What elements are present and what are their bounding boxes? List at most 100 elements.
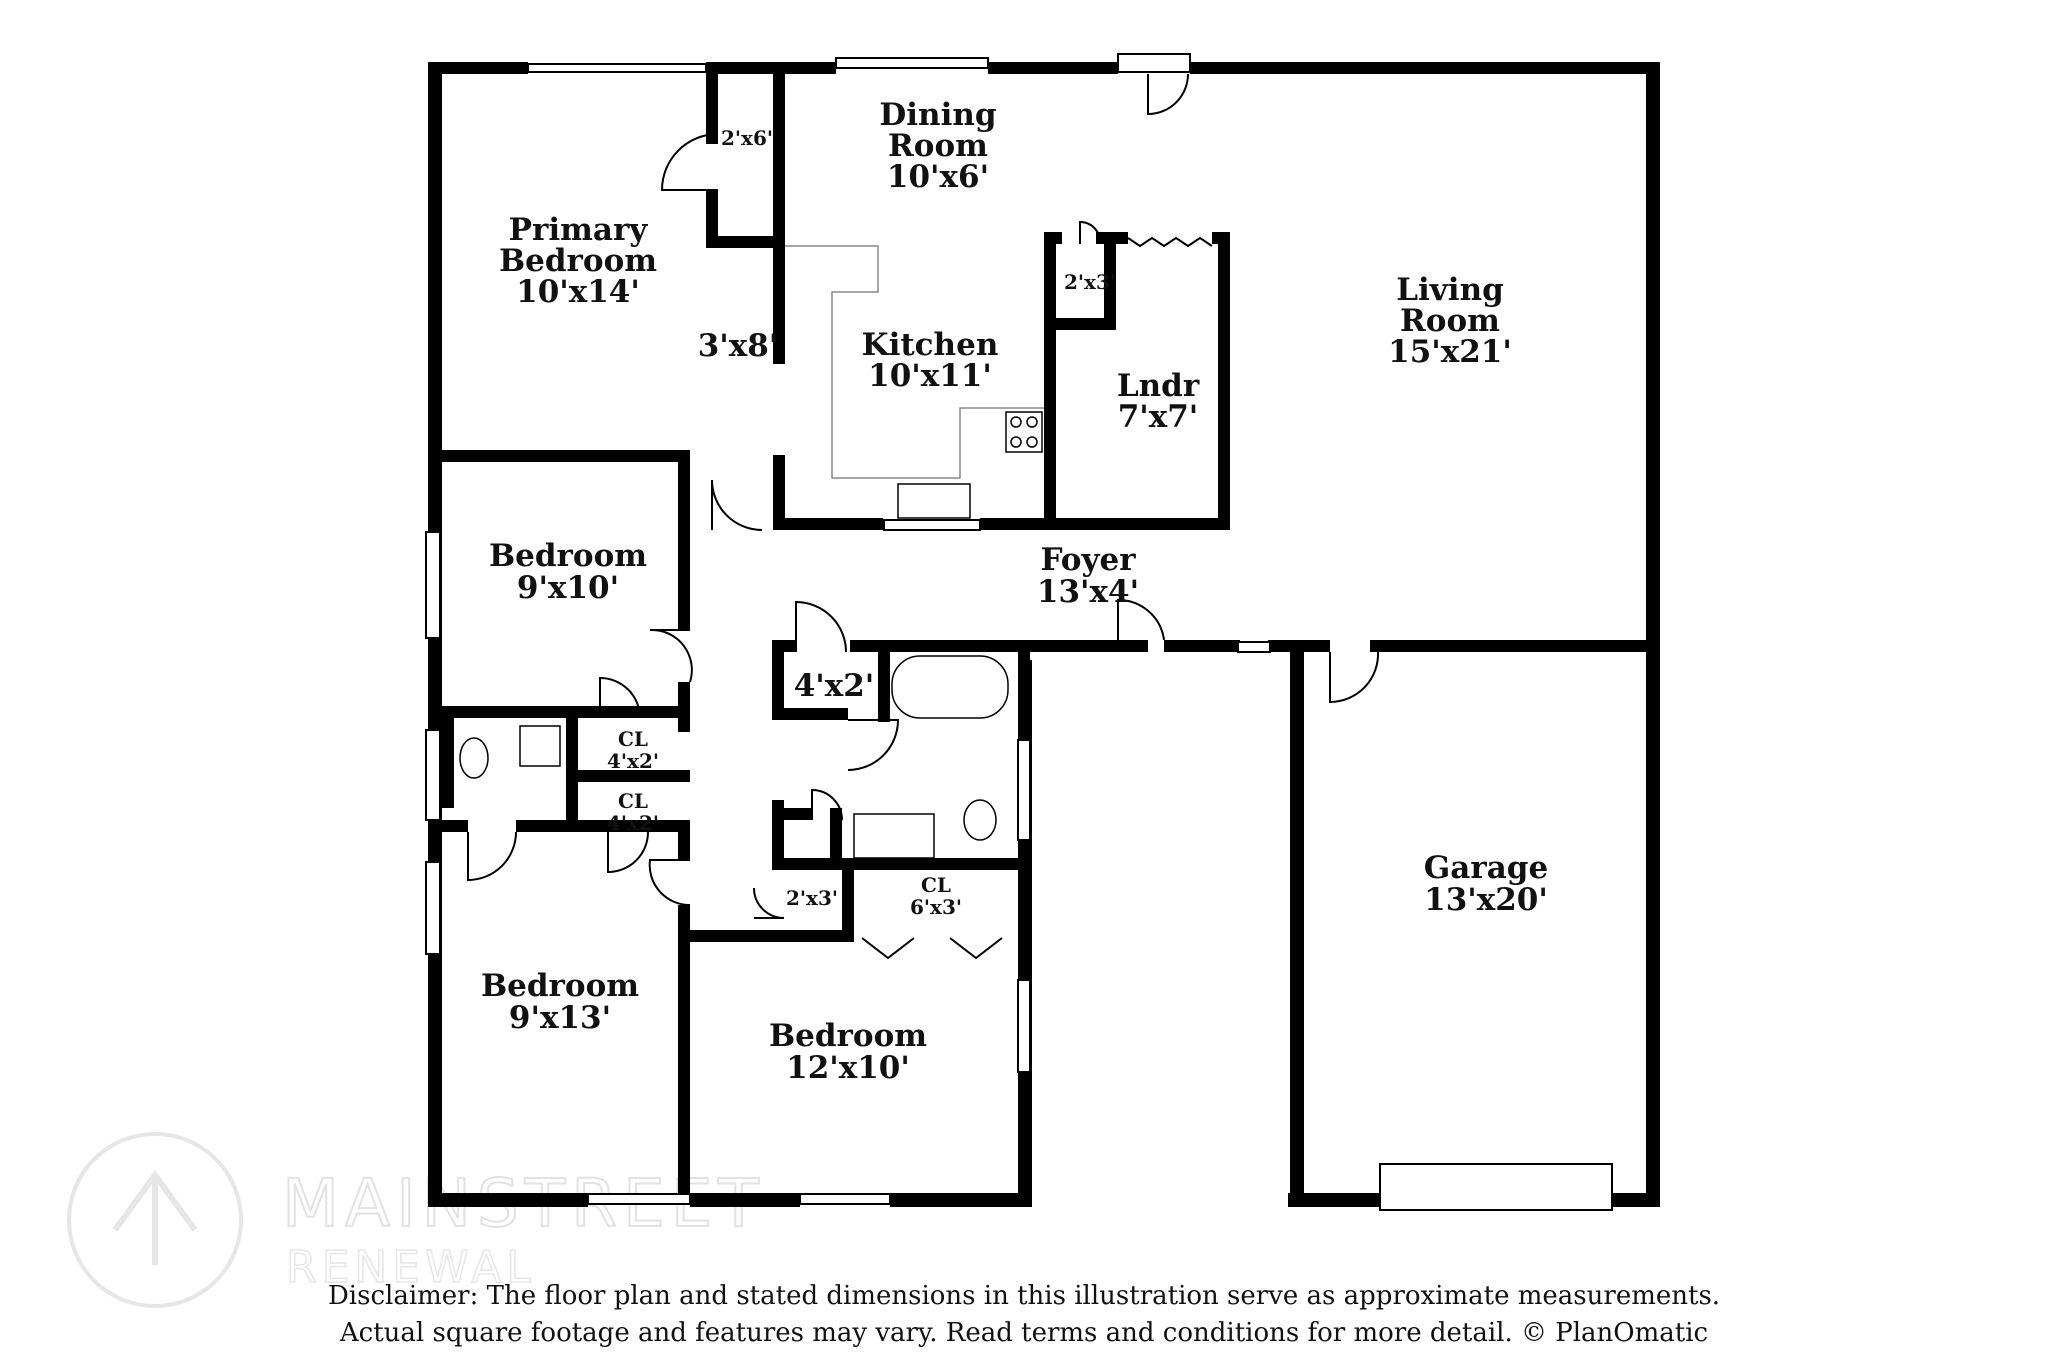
label-primary-bedroom-line2: Bedroom: [499, 243, 657, 279]
door-closet-bifold-b: [949, 937, 1003, 960]
dims-laundry: 7'x7': [1118, 399, 1199, 435]
outer-wall-top-1: [428, 62, 528, 74]
label-bedroom-9x10: Bedroom: [489, 538, 647, 574]
label-garage: Garage: [1424, 850, 1548, 886]
closet2x3-wall-c: [830, 808, 842, 860]
window-bedroom2-bottom: [587, 1193, 691, 1205]
bath-wall: [442, 718, 454, 808]
watermark-line2: RENEWAL: [286, 1242, 536, 1293]
kitchen-wall-left: [773, 74, 785, 364]
door-closet-2x6: [660, 133, 719, 191]
window-bedroom1: [425, 531, 441, 639]
label-kitchen: Kitchen: [862, 327, 999, 363]
watermark-logo-icon: [67, 1132, 243, 1308]
dims-hall-3x8: 3'x8': [698, 328, 779, 364]
closet2x3-wall-d: [842, 860, 854, 940]
window-dining: [835, 57, 989, 69]
door-closet-lower: [753, 887, 785, 919]
fixtures: [459, 245, 1044, 859]
label-bedroom-9x13: Bedroom: [481, 968, 639, 1004]
label-cl-6x3: CL: [921, 873, 951, 897]
disclaimer-line1: Disclaimer: The floor plan and stated di…: [327, 1281, 1721, 1311]
bathtub-icon: [891, 655, 1009, 719]
label-foyer: Foyer: [1040, 542, 1136, 578]
dims-cl-lower: 4'x2': [607, 811, 659, 835]
bath2-wall-top: [878, 640, 1088, 652]
dims-garage: 13'x20': [1424, 882, 1548, 918]
closet-wall-b: [706, 190, 718, 245]
garage-door: [1379, 1163, 1613, 1211]
laundry-wall-left: [1044, 232, 1056, 528]
outer-wall-top-3: [988, 62, 1118, 74]
dims-bedroom-9x13: 9'x13': [509, 1000, 611, 1036]
dims-bedroom-9x10: 9'x10': [517, 570, 619, 606]
door-bath2: [847, 719, 900, 771]
bedroom2-wall-right: [678, 905, 690, 1205]
dims-closet-2x3-laundry: 2'x3': [1064, 270, 1116, 294]
dims-closet-2x6: 2'x6': [721, 126, 773, 150]
outer-wall-bottom-2: [690, 1193, 800, 1207]
dims-primary-bedroom: 10'x14': [516, 274, 640, 310]
door-closet-bifold-a: [861, 937, 915, 960]
bath-sink-icon: [519, 725, 561, 767]
window-primary-top: [527, 63, 707, 73]
dims-kitchen: 10'x11': [868, 358, 992, 394]
laundry-closet-bottom: [1044, 318, 1116, 330]
kitchen-sink: [897, 483, 971, 519]
doors: [467, 73, 1380, 960]
window-bath2: [1017, 739, 1031, 841]
label-cl-lower: CL: [618, 789, 648, 813]
dims-bedroom-12x10: 12'x10': [786, 1050, 910, 1086]
toilet-icon: [459, 737, 489, 779]
dims-living-room: 15'x21': [1388, 334, 1512, 370]
hall-closet-top-a: [772, 640, 796, 652]
dims-dining-room: 10'x6': [887, 159, 989, 195]
door-cl-upper: [599, 676, 641, 719]
label-dining-room-line2: Room: [888, 128, 988, 164]
bedroom1-wall-top: [428, 450, 690, 462]
door-laundry-closet: [1079, 220, 1102, 245]
dims-cl-upper: 4'x2': [607, 749, 659, 773]
bedroom2-wall-right-top: [678, 820, 690, 860]
outer-wall-right-upper: [1646, 62, 1660, 660]
label-living-room-line2: Room: [1400, 303, 1500, 339]
bedroom2-wall-top-b: [516, 820, 566, 832]
closet-wall-c: [706, 236, 776, 248]
door-cl-lower: [607, 831, 649, 874]
label-primary-bedroom-line1: Primary: [509, 212, 649, 248]
label-living-room-line1: Living: [1396, 272, 1504, 308]
door-garage: [1329, 651, 1380, 704]
window-bath: [425, 729, 441, 821]
window-foyer: [1237, 641, 1271, 653]
windows: [425, 53, 1613, 1211]
bedroom3-wall-top: [690, 930, 854, 942]
vanity-sink-icon: [853, 813, 935, 859]
window-entry-top: [1117, 53, 1191, 73]
dims-foyer: 13'x4': [1037, 574, 1139, 610]
hall-closet-right: [878, 640, 890, 722]
door-bedroom2: [648, 859, 691, 907]
outer-wall-top-2: [706, 62, 836, 74]
dims-cl-6x3: 6'x3': [910, 895, 962, 919]
garage-wall-bottom-2: [1612, 1193, 1660, 1207]
window-bedroom3-bottom: [799, 1193, 891, 1205]
label-bedroom-12x10: Bedroom: [769, 1018, 927, 1054]
bath2-wall-bottom: [772, 858, 1030, 870]
door-bedroom1: [649, 628, 693, 683]
toilet-icon: [963, 799, 997, 841]
dims-closet-4x2-hall: 4'x2': [794, 668, 875, 704]
laundry-wall-right: [1218, 232, 1230, 528]
kitchen-wall-left-low: [773, 455, 785, 530]
door-foyer: [1117, 598, 1165, 641]
door-bath: [467, 831, 517, 882]
burner-icon: [1010, 416, 1022, 428]
hall-closet-bottom: [772, 708, 848, 720]
garage-wall-top: [1370, 640, 1660, 652]
closet2x3-wall-b: [772, 808, 812, 820]
window-bedroom3: [1017, 979, 1031, 1073]
door-hall-a: [711, 479, 763, 531]
burner-icon: [1026, 416, 1038, 428]
cl-wall-low: [566, 820, 690, 832]
door-entry-top: [1147, 73, 1189, 116]
